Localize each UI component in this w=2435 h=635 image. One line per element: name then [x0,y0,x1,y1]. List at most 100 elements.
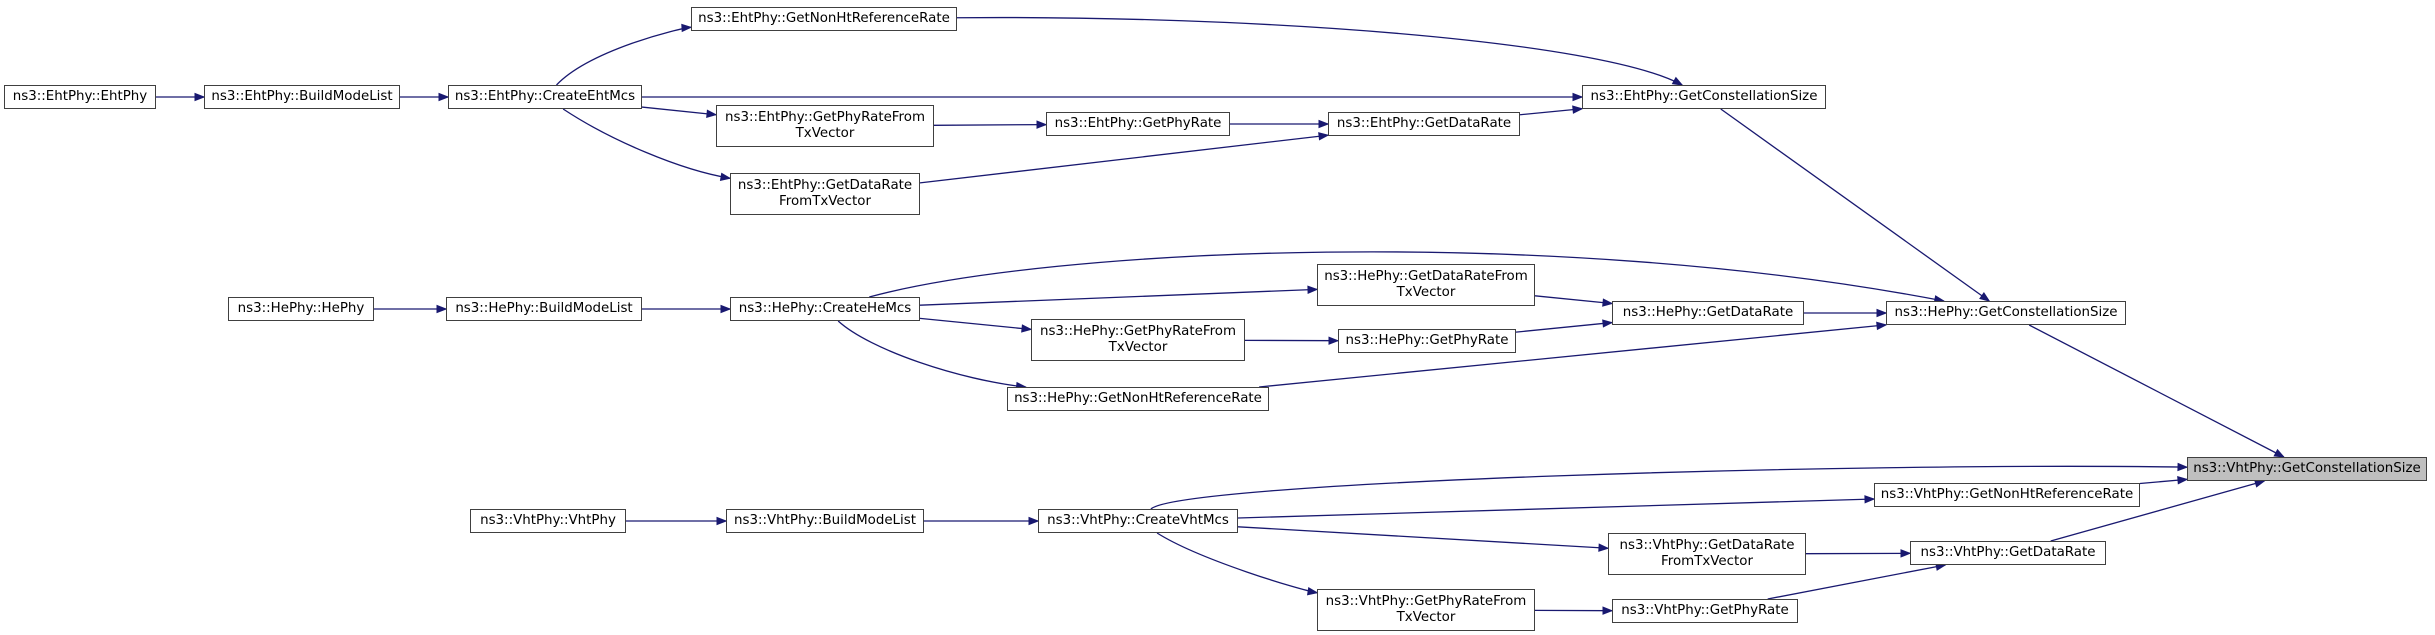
edge-vht-getdatarate-to-vht-getconstellationsize [2050,480,2265,542]
arrowhead [720,304,732,314]
arrowhead [1328,336,1340,345]
node-label-line: ns3::VhtPhy::CreateVhtMcs [1047,513,1229,528]
edge-eht-getphyratefromtxvector-to-eht-getphyrate [933,123,1047,126]
arrowhead [1572,105,1584,114]
node-label-line: ns3::VhtPhy::GetPhyRateFrom [1325,594,1527,609]
node-label-line: TxVector [1396,610,1456,625]
arrowhead [1979,292,1991,302]
node-hephy-createhemcs[interactable]: ns3::HePhy::CreateHeMcs [730,297,920,321]
arrowhead [1864,495,1876,504]
node-ehtphy-getphyrate[interactable]: ns3::EhtPhy::GetPhyRate [1046,112,1230,136]
node-hephy-getphyrate[interactable]: ns3::HePhy::GetPhyRate [1338,329,1516,353]
node-label-line: ns3::HePhy::GetDataRate [1622,305,1794,320]
node-hephy-getdatarate[interactable]: ns3::HePhy::GetDataRate [1612,301,1804,325]
node-ehtphy-getdatarate[interactable]: ns3::EhtPhy::GetDataRate [1328,112,1520,136]
arrowhead [436,304,448,314]
edge-vht-createvhtmcs-to-vht-getdataratefromtxvector [1237,526,1609,549]
arrowhead [1876,321,1888,331]
edge-he-createhemcs-to-he-getnonhtreferencerate [837,320,1026,388]
node-vhtphy-getconstellationsize: ns3::VhtPhy::GetConstellationSize [2187,457,2427,481]
arrowhead [681,23,693,33]
edge-he-getdataratefromtxvector-to-he-getdatarate [1534,295,1613,305]
arrowhead [1028,516,1040,526]
arrowhead [706,109,718,118]
edge-he-createhemcs-to-he-getconstellationsize [869,251,1944,302]
node-vhtphy-buildmodelist[interactable]: ns3::VhtPhy::BuildModeList [726,509,924,533]
arrowhead [1036,120,1048,129]
arrowhead [2273,448,2286,458]
edge-vht-getphyrate-to-vht-getdatarate [1767,564,1946,600]
edge-eht-getnonhtreferencerate-to-eht-getconstellationsize [956,16,1683,86]
node-ehtphy-buildmodelist[interactable]: ns3::EhtPhy::BuildModeList [204,85,400,109]
node-label-line: ns3::VhtPhy::GetDataRate [1619,538,1795,553]
arrowhead [1602,319,1614,328]
node-ehtphy-getconstellationsize[interactable]: ns3::EhtPhy::GetConstellationSize [1582,85,1826,109]
edge-eht-getdatarate-to-eht-getconstellationsize [1519,108,1583,116]
arrowhead [719,172,732,181]
arrowhead [1900,549,1912,558]
node-label-line: ns3::EhtPhy::BuildModeList [211,89,393,104]
node-vhtphy-createvhtmcs[interactable]: ns3::VhtPhy::CreateVhtMcs [1038,509,1238,533]
node-label-line: ns3::EhtPhy::GetPhyRate [1054,116,1222,131]
node-label-line: ns3::VhtPhy::GetDataRate [1920,545,2096,560]
node-ehtphy-getnonhtreferencerate[interactable]: ns3::EhtPhy::GetNonHtReferenceRate [691,7,957,31]
node-label-line: ns3::VhtPhy::BuildModeList [734,513,916,528]
edge-vht-createvhtmcs-to-vht-getphyratefromtxvector [1156,532,1318,594]
arrowhead [438,92,450,102]
edge-vht-createvhtmcs-to-vht-getnonhtreferencerate [1237,498,1875,519]
node-label-line: ns3::HePhy::GetPhyRateFrom [1039,324,1237,339]
edge-eht-createehtmcs-to-eht-getphyratefromtxvector [641,106,717,116]
node-label-line: ns3::HePhy::GetNonHtReferenceRate [1014,391,1262,406]
edge-eht-getdataratefromtxvector-to-eht-getdatarate [919,134,1329,184]
arrowhead [2254,479,2266,488]
arrowhead [1307,285,1319,294]
node-label-line: ns3::VhtPhy::GetConstellationSize [2193,461,2421,476]
node-label-line: ns3::EhtPhy::CreateEhtMcs [454,89,636,104]
edge-eht-createehtmcs-to-eht-getdataratefromtxvector [562,108,731,179]
arrowhead [1318,132,1330,141]
node-hephy-getnonhtreferencerate[interactable]: ns3::HePhy::GetNonHtReferenceRate [1007,387,1269,411]
node-label-line: ns3::EhtPhy::GetDataRate [737,178,913,193]
node-label-line: ns3::HePhy::BuildModeList [455,301,633,316]
node-label-line: ns3::EhtPhy::EhtPhy [12,89,148,104]
node-label-line: ns3::EhtPhy::GetPhyRateFrom [725,110,925,125]
edge-he-getphyrate-to-he-getdatarate [1515,321,1613,333]
node-label-line: FromTxVector [1661,554,1753,569]
node-hephy-buildmodelist[interactable]: ns3::HePhy::BuildModeList [446,297,642,321]
node-label-line: TxVector [1108,340,1168,355]
node-label-line: ns3::HePhy::CreateHeMcs [738,301,912,316]
edge-he-createhemcs-to-he-getdataratefromtxvector [919,288,1318,306]
edge-vht-createvhtmcs-to-vht-getconstellationsize [1150,465,2188,510]
node-vhtphy-getdatarate[interactable]: ns3::VhtPhy::GetDataRate [1910,541,2106,565]
node-vhtphy-getphyrate[interactable]: ns3::VhtPhy::GetPhyRate [1612,599,1798,623]
node-label-line: ns3::HePhy::GetPhyRate [1345,333,1509,348]
node-label-line: ns3::VhtPhy::VhtPhy [480,513,616,528]
node-label-line: TxVector [1396,285,1456,300]
arrowhead [1671,76,1684,86]
node-vhtphy-vhtphy[interactable]: ns3::VhtPhy::VhtPhy [470,509,626,533]
arrowhead [1876,308,1888,318]
arrowhead [1306,586,1319,596]
node-ehtphy-createehtmcs[interactable]: ns3::EhtPhy::CreateEhtMcs [448,85,642,109]
arrowhead [1602,298,1614,307]
edge-he-getconstellationsize-to-vht-getconstellationsize [2028,324,2285,458]
arrowhead [1572,92,1584,102]
node-hephy-getconstellationsize[interactable]: ns3::HePhy::GetConstellationSize [1886,301,2126,325]
node-label-line: ns3::HePhy::HePhy [237,301,365,316]
node-label-line: ns3::EhtPhy::GetConstellationSize [1590,89,1818,104]
arrowhead [1021,324,1033,333]
edge-he-getnonhtreferencerate-to-he-getconstellationsize [1259,324,1887,388]
node-label-line: ns3::VhtPhy::GetPhyRate [1621,603,1789,618]
edge-eht-createehtmcs-to-eht-getnonhtreferencerate [556,26,692,86]
arrowhead [716,516,728,526]
node-ehtphy-ehtphy[interactable]: ns3::EhtPhy::EhtPhy [4,85,156,109]
node-label-line: ns3::VhtPhy::GetNonHtReferenceRate [1880,487,2134,502]
node-vhtphy-getnonhtreferencerate[interactable]: ns3::VhtPhy::GetNonHtReferenceRate [1874,483,2140,507]
node-hephy-hephy[interactable]: ns3::HePhy::HePhy [228,297,374,321]
